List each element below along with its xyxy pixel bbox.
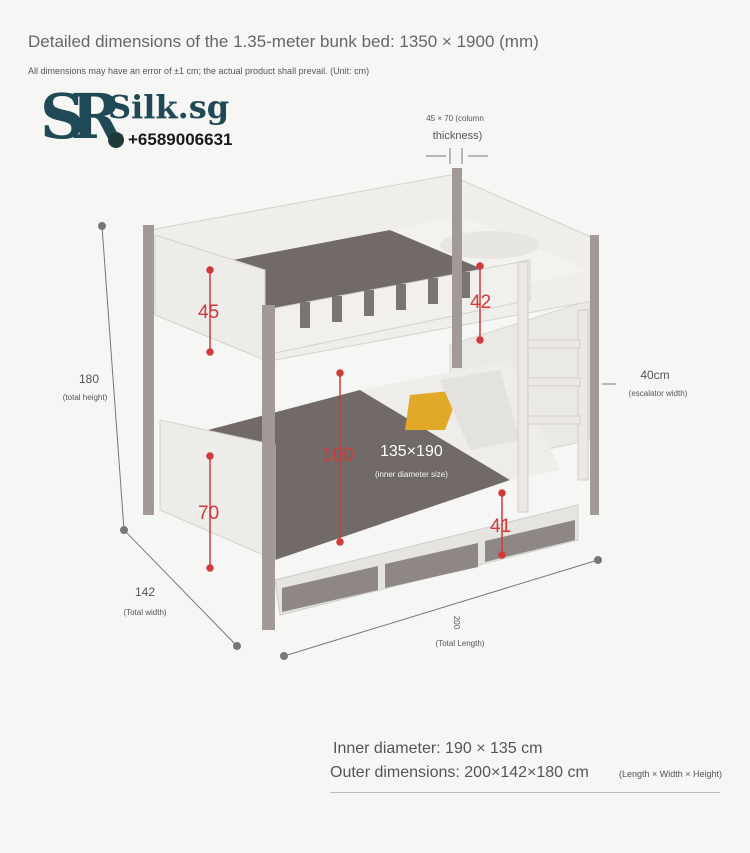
footer-divider	[330, 792, 720, 793]
lower-rail-height: 70	[198, 503, 220, 524]
logo-phone: +6589006631	[128, 130, 233, 149]
length-line	[283, 559, 599, 657]
height-caption: (total height)	[62, 393, 108, 402]
height-line	[101, 225, 125, 531]
tolerance-note: All dimensions may have an error of ±1 c…	[28, 66, 370, 76]
column-label-line2: thickness)	[432, 130, 483, 142]
logo-brand: Silk.sg	[108, 88, 230, 126]
ladder-value: 40cm	[640, 368, 670, 382]
silk-logo: SR Silk.sg +6589006631	[40, 80, 233, 166]
column-label-line1: 45 × 70 (column	[426, 114, 484, 123]
inner-dimensions: Inner diameter: 190 × 135 cm	[333, 740, 543, 757]
inner-size-caption: (inner diameter size)	[375, 470, 448, 479]
inner-size-value: 135×190	[380, 443, 443, 460]
width-caption: (Total width)	[123, 608, 167, 617]
ladder-caption: (escalator width)	[628, 389, 688, 398]
drawer-height: 41	[490, 516, 512, 537]
length-caption: (Total Length)	[435, 639, 485, 648]
page-title: Detailed dimensions of the 1.35-meter bu…	[28, 32, 539, 51]
upper-rail-height: 45	[198, 302, 220, 323]
outer-dimensions-note: (Length × Width × Height)	[619, 769, 723, 779]
guard-height: 42	[470, 292, 492, 313]
length-value: 200	[452, 615, 462, 630]
height-value: 180	[78, 372, 100, 386]
width-line	[123, 529, 238, 647]
whatsapp-icon	[108, 132, 124, 148]
outer-dimensions: Outer dimensions: 200×142×180 cm	[330, 764, 589, 781]
clearance-height: 100	[322, 445, 354, 466]
width-value: 142	[134, 585, 156, 599]
